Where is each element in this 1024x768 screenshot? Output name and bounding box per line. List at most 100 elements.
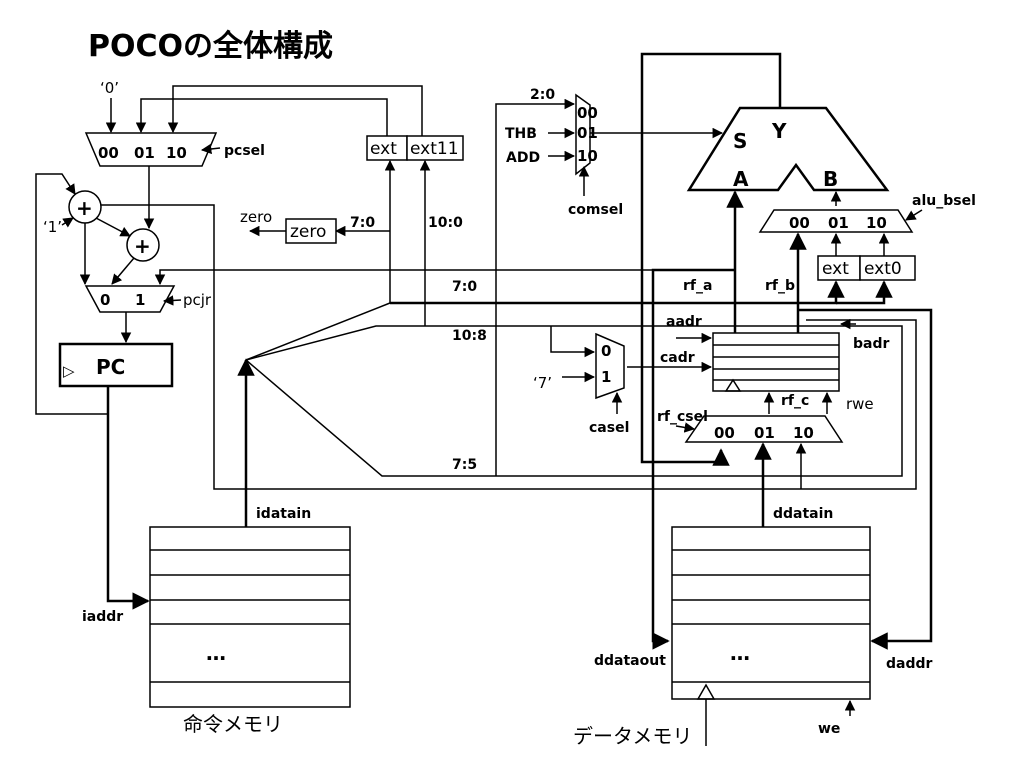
data-memory-ellipsis: …	[730, 641, 750, 665]
field-10-8-wire	[550, 326, 596, 358]
casel-input-1: 1	[601, 368, 611, 386]
ext-to-pcsel-wire	[135, 98, 388, 136]
iaddr-label: iaddr	[82, 609, 123, 625]
field-7-5: 7:5	[452, 457, 477, 473]
field-10-8: 10:8	[452, 328, 487, 344]
pcsel-mux: 00 01 10	[84, 132, 218, 167]
pcjr-control-label: pcjr	[183, 291, 212, 309]
field-7-0-zero: 7:0	[350, 215, 375, 231]
ext-ext11-boxes: ext ext11	[366, 135, 464, 161]
adder-output-bus	[101, 204, 917, 490]
rf-csel-control-label: rf_csel	[657, 409, 708, 425]
pcsel-control-label: pcsel	[224, 143, 265, 159]
data-memory-caption: データメモリ	[573, 724, 692, 748]
pcsel-control-arrow	[200, 143, 221, 155]
bus-to-ext0-wire	[836, 280, 893, 305]
ext-label: ext	[370, 139, 397, 159]
rf-csel-mux: 00 01 10	[684, 415, 844, 443]
alu-b-mux: 00 01 10	[758, 209, 914, 233]
pcjr-mux: 0 1	[84, 285, 176, 313]
field-10-0: 10:0	[428, 215, 463, 231]
instruction-memory-ellipsis: …	[206, 641, 226, 665]
instruction-memory: …	[149, 526, 351, 708]
seven-constant-label: ‘7’	[533, 374, 552, 392]
zero-box-label: zero	[290, 222, 326, 242]
rf-a-to-ddataout-wire	[651, 268, 735, 650]
daddr-label: daddr	[886, 656, 933, 672]
adder-bottom-to-pcjr-arrow	[111, 257, 135, 285]
pcsel-input-00: 00	[98, 144, 119, 162]
adder-top-to-bottom-arrow	[95, 217, 131, 237]
page-title: POCOの全体構成	[88, 29, 333, 64]
alu-a-label: A	[733, 167, 749, 191]
alu-ext0-label: ext0	[864, 259, 902, 279]
comsel-input-10: 10	[577, 147, 598, 165]
alu-s-source-2-0: 2:0	[530, 87, 555, 103]
alu-s-source-thb: THB	[505, 126, 537, 142]
rf-csel-input-10: 10	[793, 424, 814, 442]
we-label: we	[818, 721, 840, 737]
rf-csel-input-01: 01	[754, 424, 775, 442]
data-memory: …	[671, 526, 871, 700]
pcsel-input-01: 01	[134, 144, 155, 162]
alu-bsel-control-arrow	[905, 209, 923, 221]
alu-b-input-01: 01	[828, 214, 849, 232]
alu-y-output-wire	[640, 52, 782, 466]
comsel-input-00: 00	[577, 104, 598, 122]
one-to-adder-arrow	[61, 217, 74, 228]
pcjr-control-arrow	[162, 295, 182, 306]
rf-c-label: rf_c	[781, 393, 809, 409]
alu-b-input-10: 10	[866, 214, 887, 232]
badr-label: badr	[853, 336, 889, 352]
pcsel-input-10: 10	[166, 144, 187, 162]
pcjr-input-0: 0	[100, 291, 110, 309]
adder-top-plus: +	[76, 196, 93, 220]
adder-top: +	[68, 190, 102, 224]
alu-bsel-control-label: alu_bsel	[912, 193, 976, 209]
ddatain-label: ddatain	[773, 506, 833, 522]
alu-b-label: B	[823, 167, 838, 191]
zero-output-label: zero	[240, 208, 272, 226]
alu-y-label: Y	[771, 119, 787, 143]
rf-b-to-daddr-wire	[798, 308, 933, 650]
rf-a-label: rf_a	[683, 278, 712, 294]
field-7-0-bus: 7:0	[452, 279, 477, 295]
rf-csel-input-00: 00	[714, 424, 735, 442]
casel-input-0: 0	[601, 342, 611, 360]
ddataout-label: ddataout	[594, 653, 666, 669]
rf-a-to-pcjr-wire	[154, 269, 735, 286]
pc-register: ▷ PC	[58, 342, 174, 388]
alu: S Y A B	[686, 106, 890, 192]
comsel-control-label: comsel	[568, 202, 623, 218]
rf-b-label: rf_b	[765, 278, 795, 294]
register-file	[712, 332, 840, 392]
casel-control-label: casel	[589, 420, 629, 436]
ext-ext0-boxes: ext ext0	[817, 255, 916, 281]
rwe-label: rwe	[846, 395, 874, 413]
adder-bottom-plus: +	[134, 234, 151, 258]
comsel-mux: 00 01 10	[575, 93, 598, 176]
adder-bottom: +	[126, 228, 160, 262]
zero-detector: zero	[285, 218, 337, 244]
idatain-label: idatain	[256, 506, 311, 522]
pc-to-iaddr-wire	[106, 386, 150, 610]
ext11-to-pcsel-wire	[167, 85, 423, 136]
one-constant-label: ‘1’	[43, 218, 62, 236]
zero-constant-label: ‘0’	[100, 79, 119, 97]
idatain-fanout-bus	[245, 302, 391, 361]
instruction-memory-caption: 命令メモリ	[183, 712, 283, 736]
idatain-fanout-upper	[245, 325, 903, 477]
comsel-input-01: 01	[577, 124, 598, 142]
rf-csel-control-arrow	[675, 422, 696, 433]
alu-s-label: S	[733, 129, 747, 153]
pc-clock-symbol: ▷	[63, 362, 75, 380]
casel-mux: 0 1	[595, 332, 625, 400]
ext11-label: ext11	[410, 139, 459, 159]
pcjr-input-1: 1	[135, 291, 145, 309]
aadr-label: aadr	[666, 314, 702, 330]
alu-ext-label: ext	[822, 259, 849, 279]
pc-label: PC	[96, 355, 125, 379]
alu-s-source-add: ADD	[506, 150, 540, 166]
alu-b-input-00: 00	[789, 214, 810, 232]
